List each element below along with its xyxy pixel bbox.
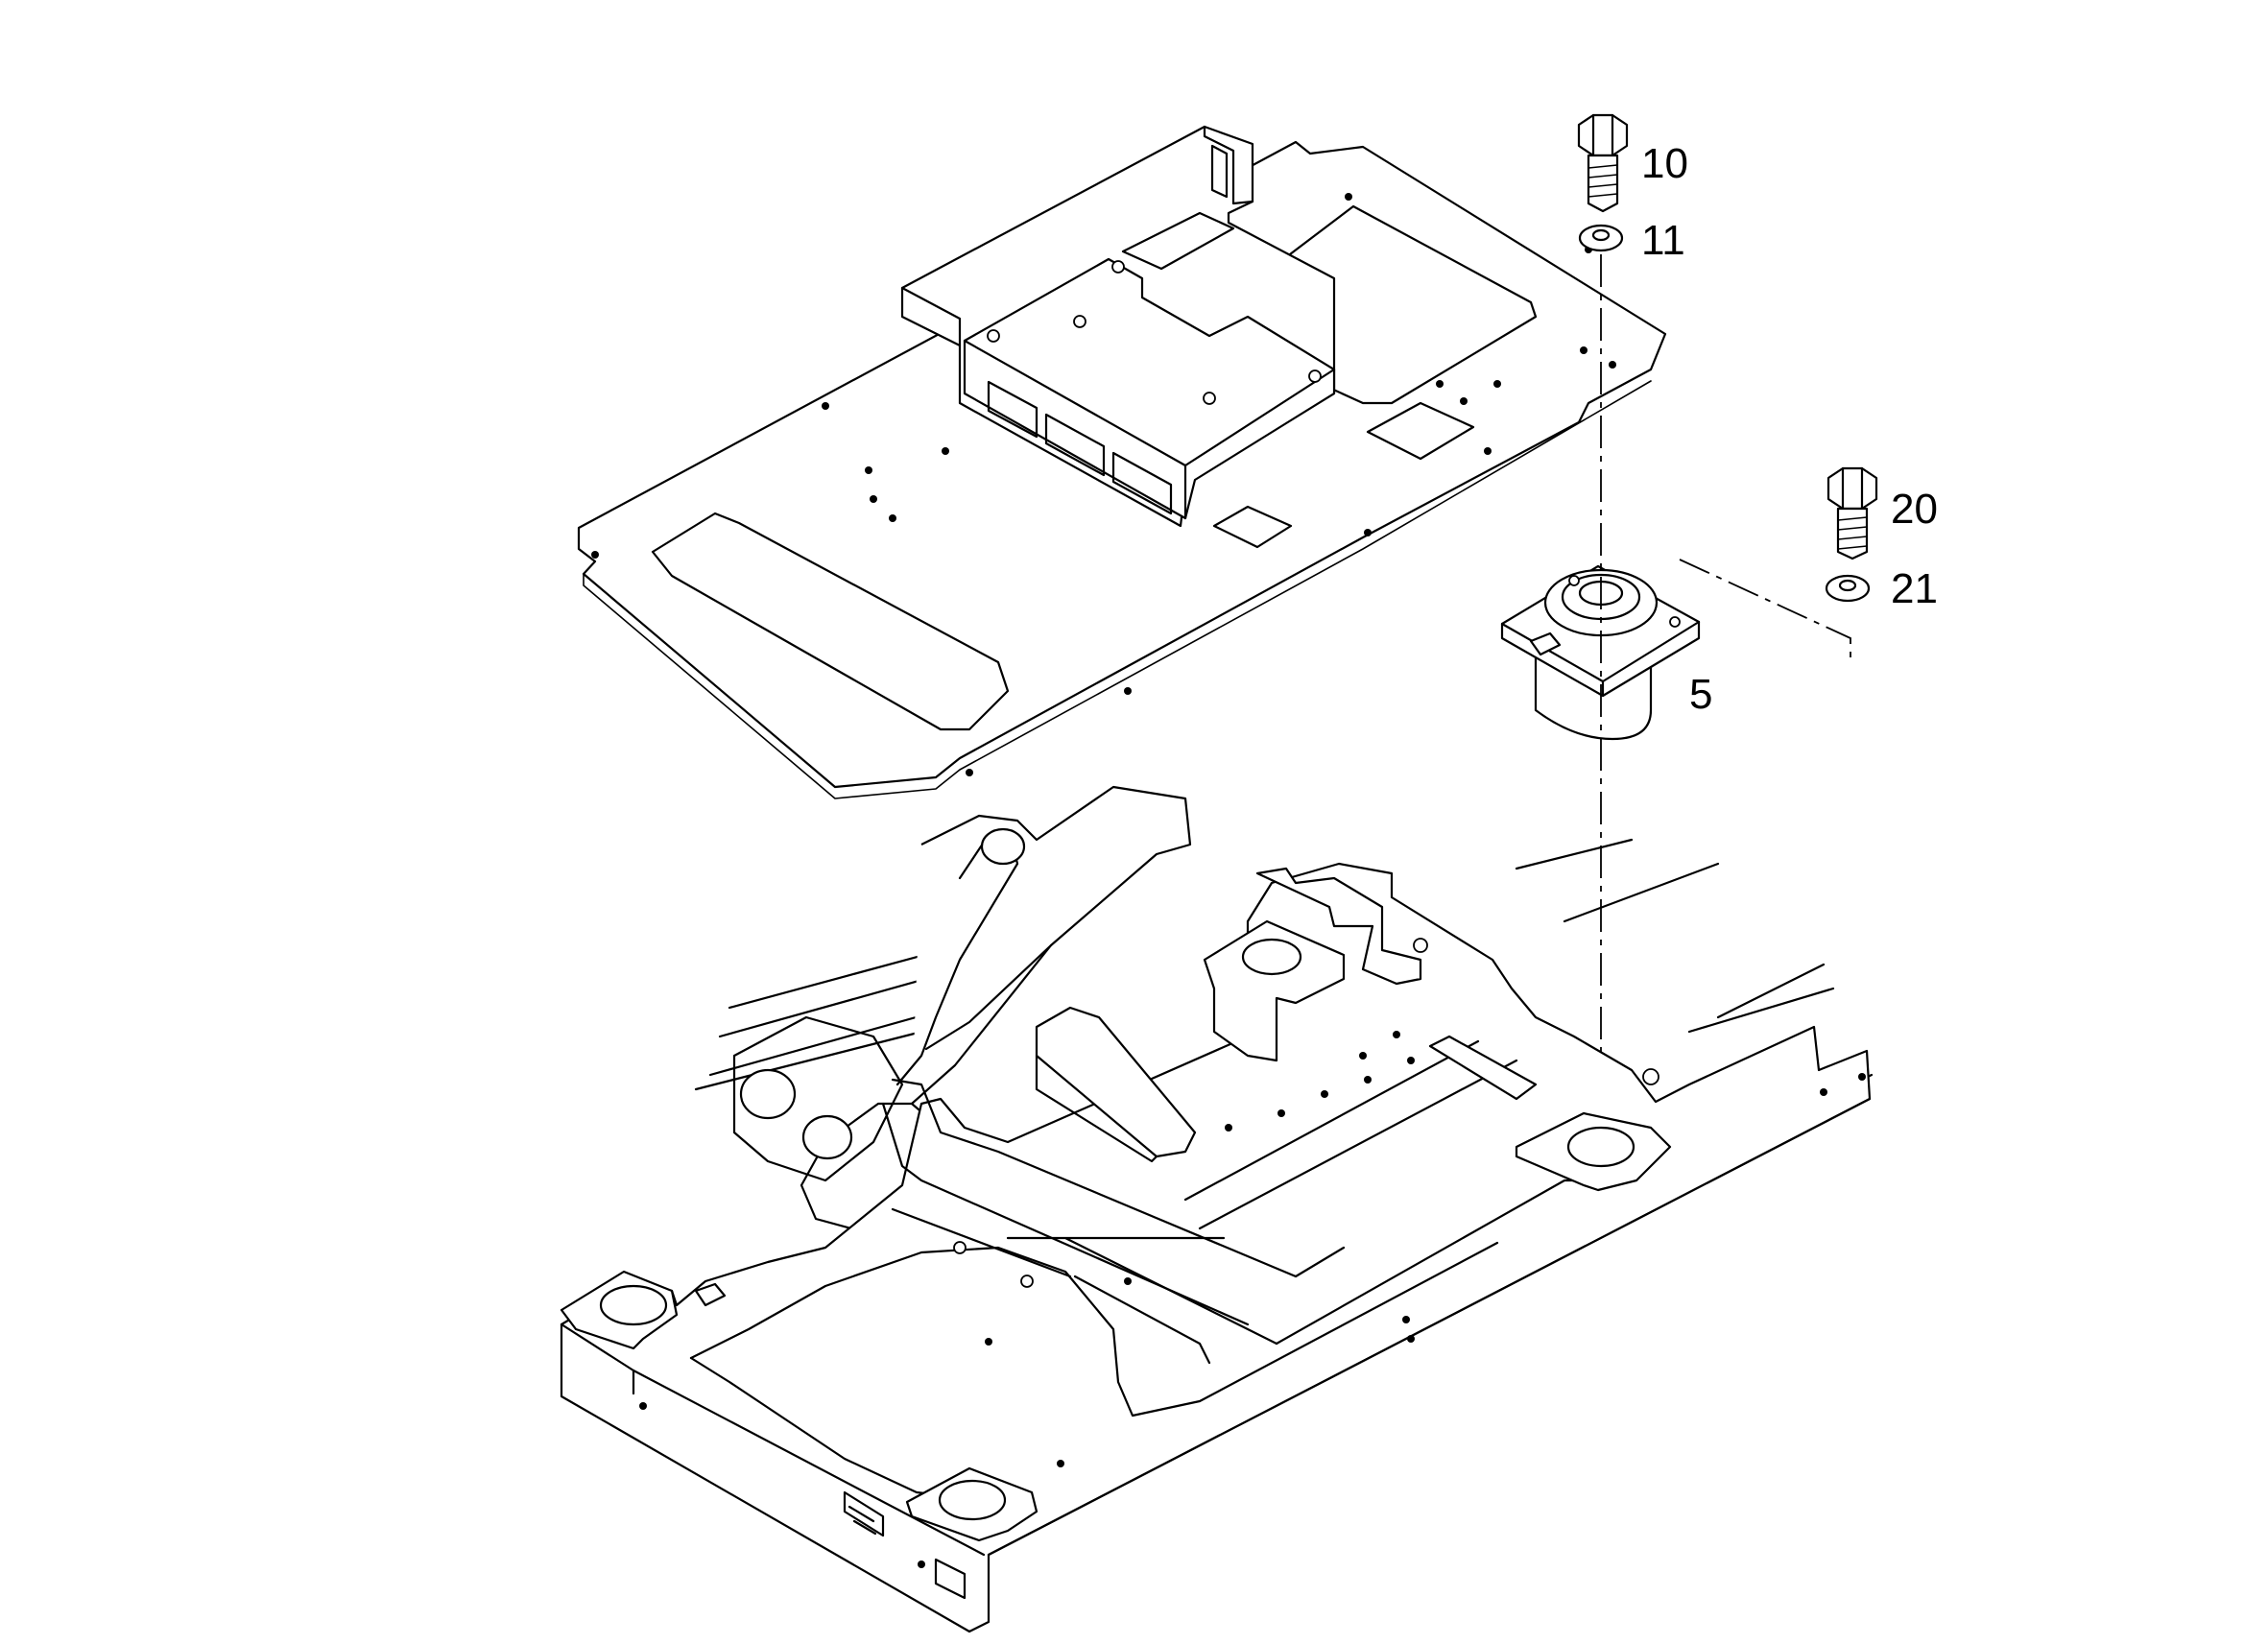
floor-plate-assembly <box>577 125 1667 799</box>
frame-holes <box>639 938 1866 1568</box>
plate-cutout-right <box>1193 204 1538 405</box>
bolt-10 <box>1577 113 1629 213</box>
frame-main <box>560 862 1872 1633</box>
callout-11: 11 <box>1641 217 1685 264</box>
callout-labels: 10 11 20 21 5 <box>1641 140 1938 718</box>
callout-5: 5 <box>1689 671 1712 718</box>
washer-11 <box>1578 224 1624 252</box>
callout-21: 21 <box>1891 565 1938 612</box>
bolt-20 <box>1826 466 1878 560</box>
callout-20: 20 <box>1891 486 1938 533</box>
ecu-box <box>963 257 1336 520</box>
chassis-frame <box>560 785 1874 1633</box>
plate-cutout-left <box>651 512 1010 731</box>
pedestal-mount <box>1203 919 1346 1062</box>
assembly-center-lines <box>1600 254 1851 1132</box>
callout-10: 10 <box>1641 140 1688 187</box>
washer-21 <box>1825 574 1871 603</box>
plate-holes <box>591 193 1616 776</box>
